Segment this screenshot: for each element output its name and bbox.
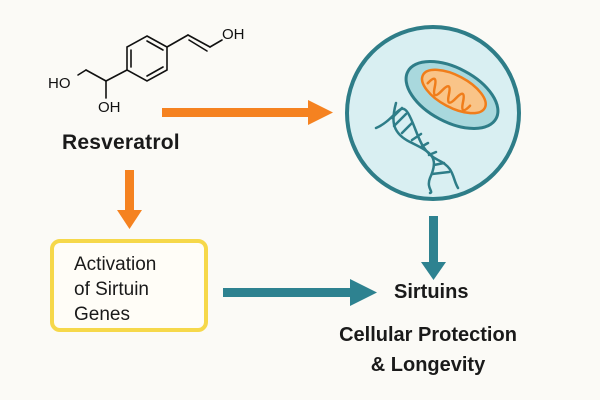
oh-label-top: OH [222,26,245,43]
ho-label-left: HO [48,75,71,92]
arrow-resveratrol-to-activation [117,170,142,229]
resveratrol-label: Resveratrol [62,131,180,154]
outcome-line-1: Cellular Protection [339,324,517,346]
activation-box: Activation of Sirtuin Genes [50,239,208,332]
arrow-resveratrol-to-cell [162,100,333,125]
arrow-cell-to-sirtuins [421,216,446,280]
arrow-activation-to-sirtuins [223,279,377,306]
dna-icon [374,101,460,195]
activation-line-2: of Sirtuin [74,279,149,300]
mitochondria-icon [404,60,500,130]
oh-label-bottom: OH [98,99,121,116]
outcome-text: Cellular Protection & Longevity [312,320,544,380]
outcome-line-2: & Longevity [370,354,486,376]
sirtuins-label: Sirtuins [394,281,469,303]
activation-line-3: Genes [74,304,130,325]
activation-line-1: Activation [74,254,157,275]
